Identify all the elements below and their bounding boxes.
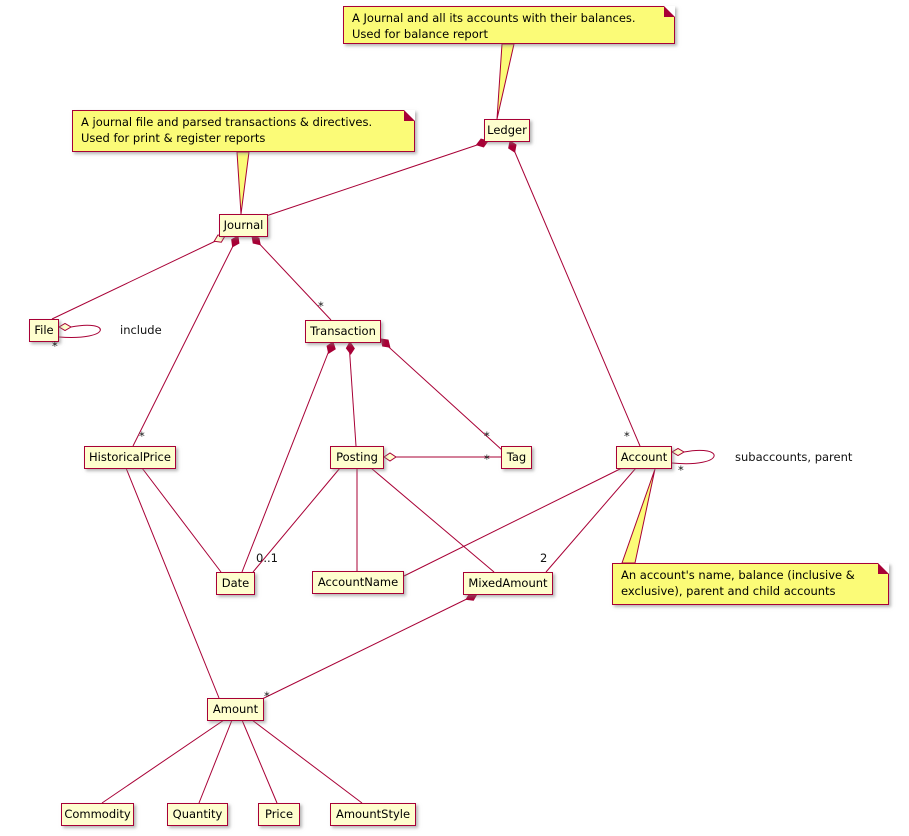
class-journal: Journal <box>219 214 268 237</box>
diamond-journal-historicalprice <box>231 235 240 248</box>
class-commodity: Commodity <box>61 803 134 826</box>
diamond-ledger-account <box>508 140 517 153</box>
diamond-transaction-date <box>326 341 336 355</box>
diamond-posting-tag <box>383 452 397 462</box>
class-price: Price <box>258 803 300 826</box>
class-mixedamount: MixedAmount <box>463 572 553 595</box>
multiplicity-file-include: * <box>52 339 58 353</box>
edge-transaction-date <box>241 342 333 573</box>
class-ledger: Ledger <box>484 119 530 142</box>
note-account-line2: exclusive), parent and child accounts <box>621 584 836 598</box>
note-ledger-line2: Used for balance report <box>352 27 488 41</box>
note-account-line1: An account's name, balance (inclusive & <box>621 568 855 582</box>
label-subaccounts-parent: subaccounts, parent <box>735 450 853 464</box>
multiplicity-amount: * <box>264 689 270 703</box>
class-historicalprice: HistoricalPrice <box>84 446 176 469</box>
edge-account-selfloop <box>671 449 715 465</box>
edge-account-accountname <box>403 467 623 577</box>
note-ledger: A Journal and all its accounts with thei… <box>343 6 675 44</box>
edge-journal-file <box>51 236 225 320</box>
class-amountstyle: AmountStyle <box>330 803 416 826</box>
note-pointer-account <box>621 468 656 564</box>
edge-transaction-posting <box>348 342 357 447</box>
diamond-file-selfloop <box>58 322 72 332</box>
edge-amount-amountstyle <box>251 719 363 804</box>
diamond-transaction-tag <box>380 338 391 348</box>
edge-account-mixedamount <box>545 467 637 573</box>
class-quantity: Quantity <box>167 803 228 826</box>
note-pointer-journal <box>236 151 250 215</box>
edge-mixedamount-amount <box>259 593 478 701</box>
note-ledger-line1: A Journal and all its accounts with thei… <box>352 11 636 25</box>
edge-ledger-journal <box>262 141 487 218</box>
multiplicity-transaction: * <box>318 299 324 313</box>
note-account: An account's name, balance (inclusive & … <box>612 563 889 605</box>
edge-amount-price <box>241 719 278 804</box>
edge-transaction-tag <box>380 339 503 451</box>
class-transaction: Transaction <box>305 320 381 343</box>
diamond-transaction-posting <box>345 341 355 355</box>
note-journal: A journal file and parsed transactions &… <box>72 110 415 152</box>
class-file: File <box>29 319 59 342</box>
edge-historicalprice-amount <box>125 467 220 699</box>
class-date: Date <box>216 572 255 595</box>
edge-journal-historicalprice <box>132 237 238 447</box>
multiplicity-account-selfloop: * <box>678 463 684 477</box>
diamond-account-selfloop <box>671 447 685 457</box>
edge-journal-transaction <box>252 236 332 321</box>
class-posting: Posting <box>330 446 384 469</box>
class-accountname: AccountName <box>312 571 404 594</box>
multiplicity-account-mixedamount: 2 <box>540 551 548 565</box>
edge-historicalprice-date <box>141 467 222 573</box>
note-journal-line2: Used for print & register reports <box>81 131 266 145</box>
multiplicity-posting-date: 0..1 <box>256 551 278 565</box>
edge-posting-date <box>252 467 341 573</box>
multiplicity-historicalprice: * <box>139 429 145 443</box>
class-amount: Amount <box>207 698 264 721</box>
class-account: Account <box>616 446 672 469</box>
edge-ledger-account <box>510 142 641 447</box>
edge-posting-mixedamount <box>370 467 495 573</box>
label-include: include <box>120 323 162 337</box>
diamond-journal-transaction <box>251 235 261 246</box>
multiplicity-account: * <box>624 429 630 443</box>
edge-amount-quantity <box>198 719 233 804</box>
multiplicity-tag-from-posting: * <box>484 452 490 466</box>
note-journal-line1: A journal file and parsed transactions &… <box>81 115 373 129</box>
class-tag: Tag <box>501 446 532 469</box>
edge-amount-commodity <box>101 719 225 804</box>
multiplicity-tag-from-transaction: * <box>484 429 490 443</box>
note-pointer-ledger <box>496 43 515 120</box>
edge-file-selfloop <box>58 324 101 338</box>
